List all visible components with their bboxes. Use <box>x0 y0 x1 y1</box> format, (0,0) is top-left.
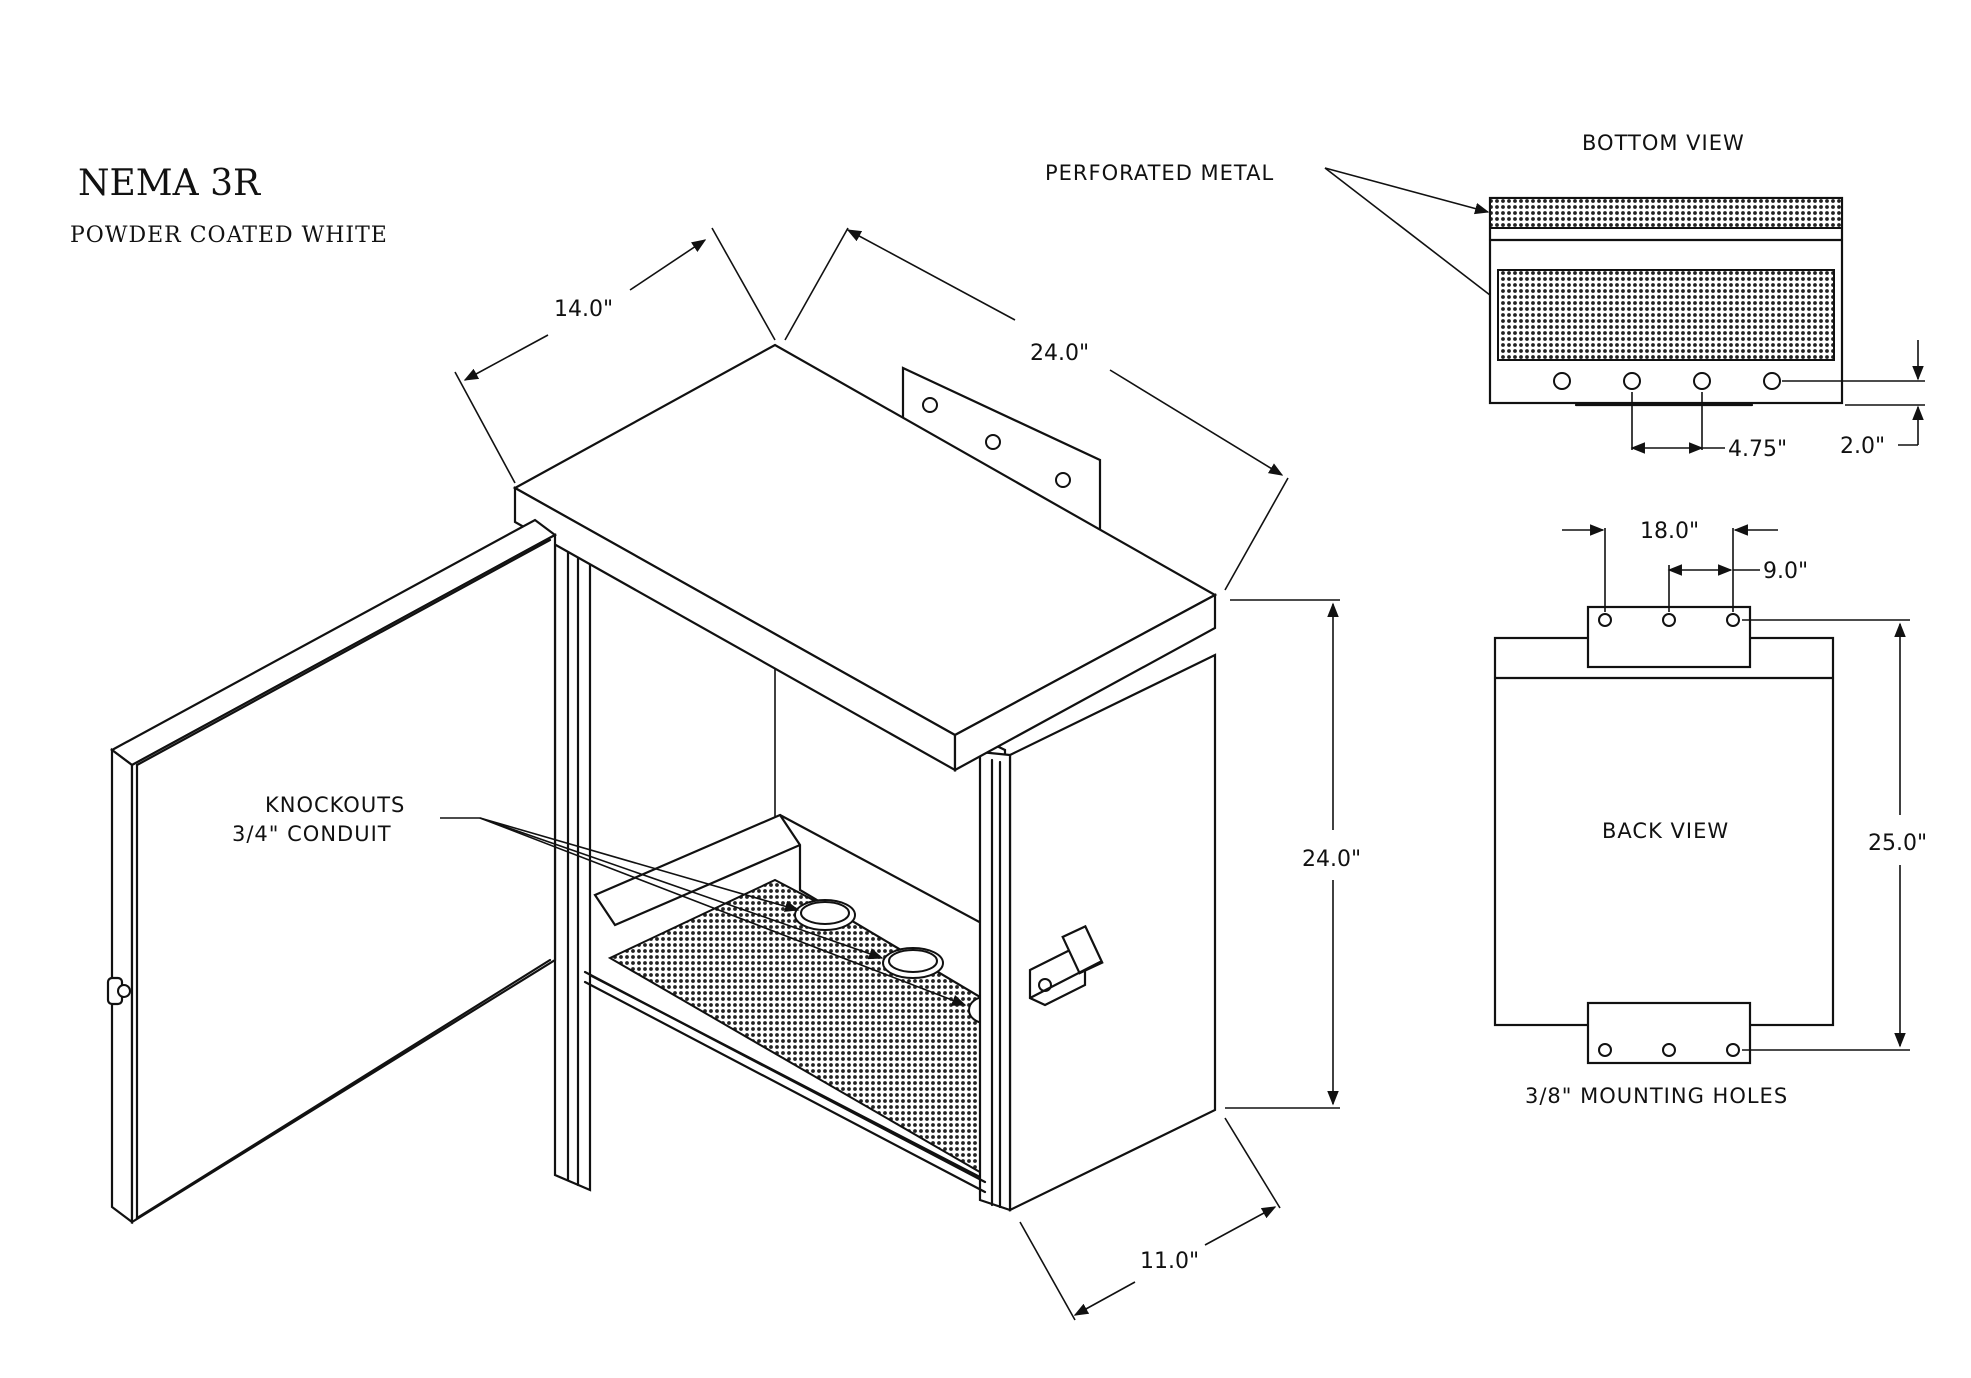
bottom-view: BOTTOM VIEW 4.75" 2.0" <box>1488 131 1925 462</box>
isometric-enclosure: KNOCKOUTS 3/4" CONDUIT 14.0" 24.0" 24.0" <box>106 227 1361 1321</box>
perforated-metal-label: PERFORATED METAL <box>1045 161 1274 185</box>
svg-text:24.0": 24.0" <box>1030 341 1089 366</box>
bottom-mounting-bracket <box>1586 1001 1752 1065</box>
side-latch <box>1028 924 1104 1007</box>
svg-text:11.0": 11.0" <box>1140 1249 1199 1274</box>
dim-height-side: 24.0" <box>1225 599 1361 1109</box>
front-frame <box>553 538 1012 1212</box>
svg-text:4.75": 4.75" <box>1728 437 1787 462</box>
back-view-title: BACK VIEW <box>1602 819 1729 843</box>
enclosure-right-side <box>1008 653 1217 1212</box>
enclosure-top-lid <box>512 343 1218 772</box>
mounting-holes-label: 3/8" MOUNTING HOLES <box>1525 1084 1788 1108</box>
dim-width-top: 24.0" <box>784 227 1289 591</box>
svg-text:9.0": 9.0" <box>1763 559 1808 584</box>
rear-mounting-bracket <box>901 366 1102 532</box>
dim-depth-top: 14.0" <box>454 227 776 484</box>
open-door <box>106 518 558 1225</box>
svg-text:18.0": 18.0" <box>1640 519 1699 544</box>
back-view: BACK VIEW 18.0" 9.0" 25.0" 3/8" MOUNTING… <box>1493 519 1927 1108</box>
svg-text:2.0": 2.0" <box>1840 434 1885 459</box>
subtitle: POWDER COATED WHITE <box>70 223 388 248</box>
knockouts-label: KNOCKOUTS <box>265 793 405 817</box>
bottom-view-title: BOTTOM VIEW <box>1582 131 1745 155</box>
door-latch-icon <box>106 976 131 1006</box>
knockouts-size-label: 3/4" CONDUIT <box>232 822 392 846</box>
svg-text:14.0": 14.0" <box>554 297 613 322</box>
svg-text:24.0": 24.0" <box>1302 847 1361 872</box>
dim-depth-bottom: 11.0" <box>1019 1117 1281 1321</box>
top-mounting-bracket <box>1586 605 1752 669</box>
title: NEMA 3R <box>78 163 261 204</box>
svg-text:25.0": 25.0" <box>1868 831 1927 856</box>
